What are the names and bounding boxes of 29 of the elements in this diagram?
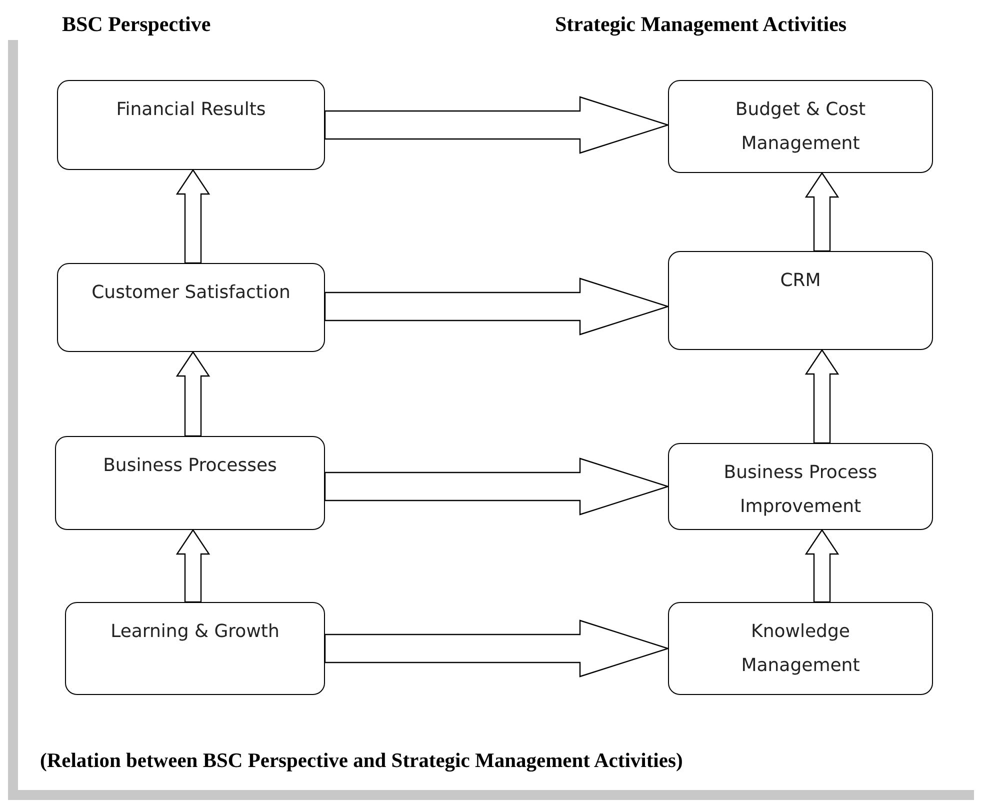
block-arrow bbox=[324, 458, 670, 516]
rounded-box bbox=[668, 443, 933, 530]
block-arrow bbox=[176, 528, 210, 603]
block-arrow bbox=[324, 620, 670, 678]
rounded-box bbox=[65, 602, 325, 695]
node-label: Budget & Cost Management bbox=[734, 98, 867, 156]
node-label: Business Process Improvement bbox=[722, 461, 878, 519]
block-arrow bbox=[324, 278, 670, 336]
node-label: Customer Satisfaction bbox=[91, 281, 291, 305]
rounded-box bbox=[668, 80, 933, 173]
block-arrow bbox=[324, 96, 670, 154]
caption: (Relation between BSC Perspective and Strategic Management Activities) bbox=[40, 750, 683, 773]
node-label: CRM bbox=[779, 269, 822, 293]
node-label: Financial Results bbox=[115, 98, 267, 122]
block-arrow bbox=[176, 350, 210, 437]
rounded-box bbox=[57, 80, 325, 170]
node-label: Learning & Growth bbox=[110, 620, 280, 644]
block-arrow bbox=[804, 528, 840, 603]
block-arrow bbox=[804, 172, 840, 252]
column-heading: BSC Perspective bbox=[62, 12, 211, 37]
rounded-box bbox=[668, 602, 933, 695]
rounded-box bbox=[57, 263, 325, 352]
block-arrow bbox=[804, 348, 840, 444]
node-label: Business Processes bbox=[102, 454, 278, 478]
column-heading: Strategic Management Activities bbox=[555, 12, 847, 37]
rounded-box bbox=[668, 251, 933, 350]
node-label: Knowledge Management bbox=[740, 620, 861, 678]
rounded-box bbox=[55, 436, 325, 530]
block-arrow bbox=[176, 168, 210, 264]
